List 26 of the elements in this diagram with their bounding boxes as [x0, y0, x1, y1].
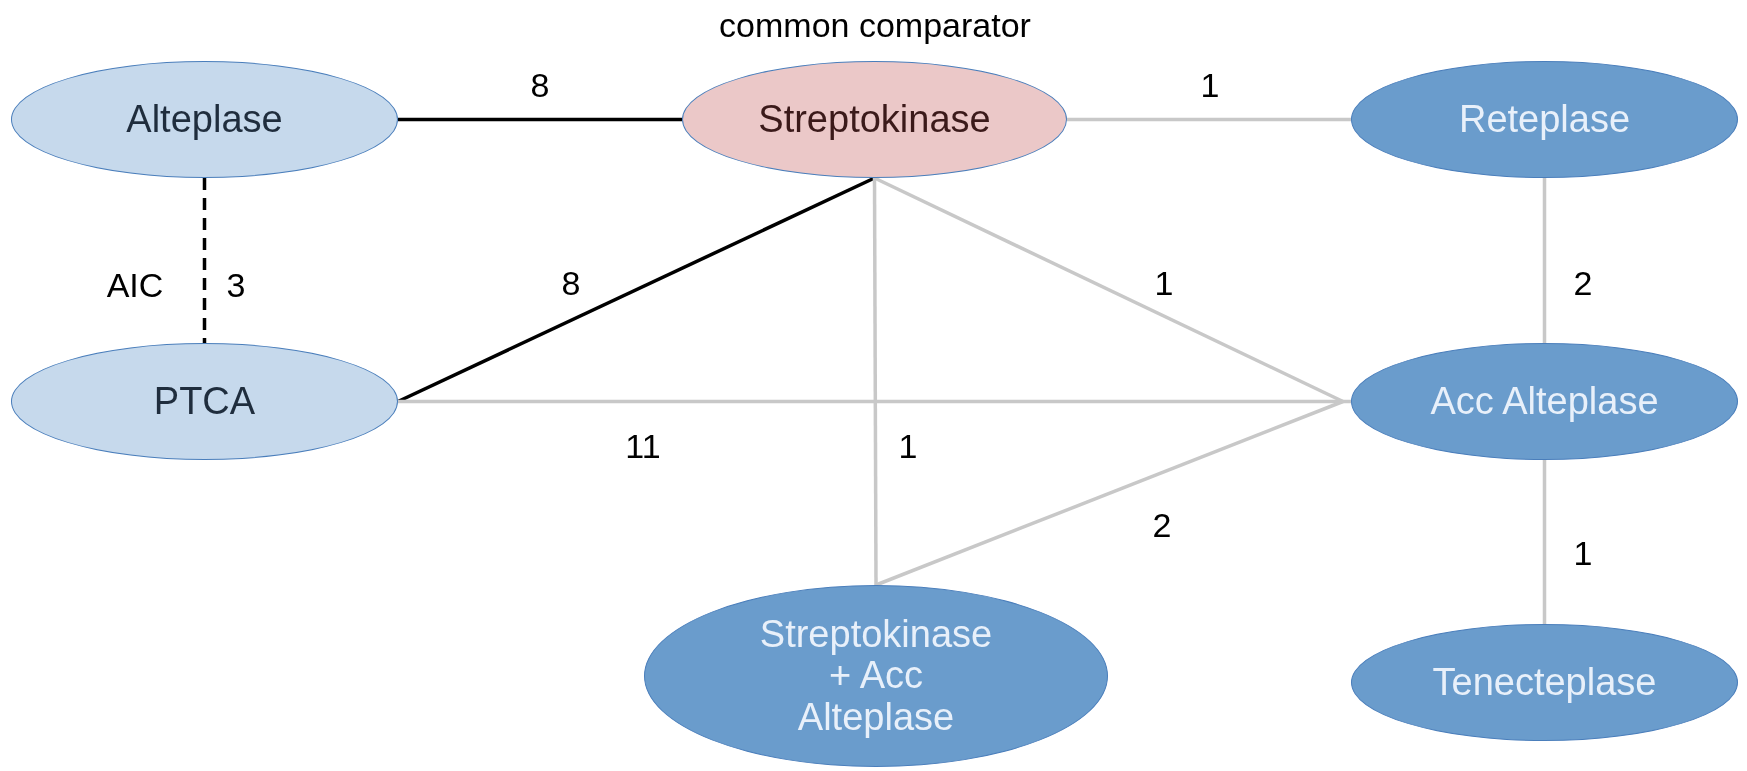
edge-label: 1 — [1154, 263, 1174, 303]
connector-line — [1067, 117, 1351, 122]
node-label: Tenecteplase — [1432, 662, 1657, 703]
edge-label: 8 — [561, 263, 581, 303]
node-label: Alteplase — [126, 99, 283, 140]
node-label: Streptokinase + Acc Alteplase — [758, 614, 994, 738]
edge-label: 2 — [1573, 263, 1593, 303]
connector-line — [398, 117, 682, 122]
node-label: PTCA — [153, 381, 256, 422]
connector-line — [872, 178, 878, 585]
edge-label: 3 — [226, 265, 246, 305]
node-label: Streptokinase — [758, 99, 991, 140]
edge-label: 1 — [1200, 65, 1220, 105]
edge-label: 11 — [625, 426, 661, 466]
annotation-label: AIC — [106, 265, 164, 305]
node-label: Acc Alteplase — [1430, 381, 1659, 422]
connector-line — [398, 399, 1351, 404]
edge-label: 1 — [898, 426, 918, 466]
connector-line — [1542, 178, 1547, 343]
connector-line — [1542, 460, 1547, 624]
node-caption: common comparator — [719, 5, 1031, 45]
node-label: Reteplase — [1458, 99, 1631, 140]
edge-label: 2 — [1152, 505, 1172, 545]
connector-line — [202, 178, 207, 343]
edge-label: 1 — [1573, 533, 1593, 573]
edge-label: 8 — [530, 65, 550, 105]
